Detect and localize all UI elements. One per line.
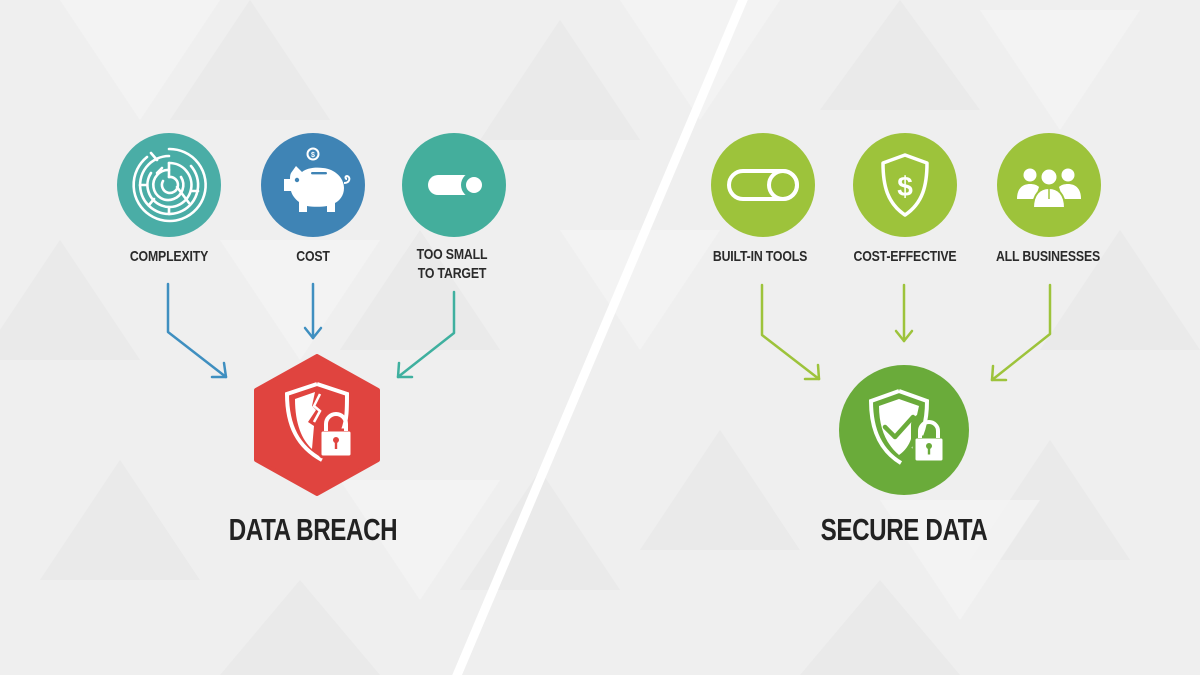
toggle-switch-icon [727,169,799,201]
broken-shield-lock-icon [254,354,380,496]
cause-too-small-label: TOO SMALL TO TARGET [416,246,488,282]
cause-complexity-node [117,133,221,237]
cause-complexity-label: COMPLEXITY [129,248,209,265]
outcome-secure-data-title: SECURE DATA [820,512,988,547]
piggy-bank-icon: $ [284,147,351,212]
cause-cost-effective-label: COST-EFFECTIVE [853,248,957,265]
cause-too-small-node [402,133,506,237]
maze-icon [132,147,207,223]
cause-built-in-tools-label: BUILT-IN TOOLS [712,248,808,265]
svg-text:$: $ [311,152,315,159]
outcome-secure-data-node [839,365,969,495]
shield-dollar-icon: $ [881,153,929,217]
shield-check-lock-icon [839,365,969,495]
outcome-data-breach-title: DATA BREACH [228,512,398,547]
cause-all-businesses-node [997,133,1101,237]
cause-cost-node: $ [261,133,365,237]
cause-cost-label: COST [296,248,330,265]
cause-built-in-tools-node [711,133,815,237]
cause-all-businesses-label: ALL BUSINESSES [995,248,1101,265]
outcome-data-breach-node [250,354,384,496]
toggle-icon [428,172,487,198]
svg-text:$: $ [897,171,913,202]
cause-cost-effective-node: $ [853,133,957,237]
people-group-icon [1017,167,1081,209]
